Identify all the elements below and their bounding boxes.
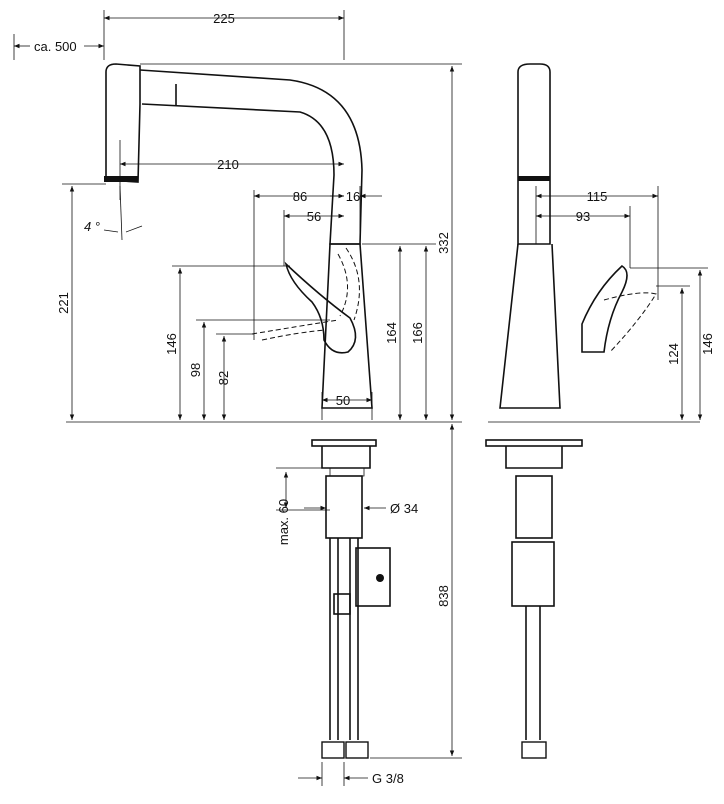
mounting-shank — [325, 475, 363, 539]
lever-handle — [284, 261, 357, 354]
label-86: 86 — [293, 189, 307, 204]
side-spout — [517, 63, 551, 245]
side-connector — [521, 741, 547, 759]
label-166: 166 — [410, 322, 425, 344]
label-146: 146 — [164, 333, 179, 355]
dimension-labels: 225 ca. 500 210 86 56 16 4 ° 221 146 98 … — [34, 11, 715, 786]
label-164: 164 — [384, 322, 399, 344]
label-332: 332 — [436, 232, 451, 254]
spout-tube — [139, 69, 363, 245]
label-225: 225 — [213, 11, 235, 26]
hose-valve — [333, 593, 351, 615]
side-lever — [581, 265, 628, 353]
side-shank — [515, 475, 553, 539]
label-115: 115 — [587, 189, 608, 204]
label-50: 50 — [336, 393, 350, 408]
label-g-3-8: G 3/8 — [372, 771, 404, 786]
side-view — [485, 63, 700, 759]
label-838: 838 — [436, 585, 451, 607]
control-box — [355, 547, 391, 607]
label-124: 124 — [666, 343, 681, 365]
label-221: 221 — [56, 292, 71, 314]
side-base-washer — [505, 446, 563, 469]
label-ca-500: ca. 500 — [34, 39, 77, 54]
connector-left — [321, 741, 345, 759]
dimension-lines — [13, 10, 708, 786]
front-view — [66, 63, 462, 759]
label-210: 210 — [217, 157, 239, 172]
label-diameter-34: Ø 34 — [390, 501, 418, 516]
side-body — [499, 243, 561, 409]
side-control-box — [511, 541, 555, 607]
base-washer — [321, 446, 371, 469]
label-98: 98 — [188, 363, 203, 377]
side-lever-swing — [603, 292, 657, 353]
label-16: 16 — [346, 189, 360, 204]
label-4-degree: 4 ° — [84, 219, 100, 234]
lever-raised-outline — [337, 247, 360, 321]
spray-outlet — [104, 176, 138, 182]
side-spout-band — [518, 176, 550, 181]
control-box-screw — [376, 574, 384, 582]
label-82: 82 — [216, 371, 231, 385]
label-93: 93 — [576, 209, 590, 224]
side-base-plate — [485, 439, 583, 447]
faucet-body — [321, 243, 373, 409]
label-56: 56 — [307, 209, 321, 224]
connector-right — [345, 741, 369, 759]
spray-head — [105, 63, 141, 183]
base-plate — [311, 439, 377, 447]
lever-lowered-outline — [251, 319, 339, 341]
label-max-60: max. 60 — [276, 499, 291, 545]
base-nut — [329, 468, 365, 477]
label-side-146: 146 — [700, 333, 715, 355]
